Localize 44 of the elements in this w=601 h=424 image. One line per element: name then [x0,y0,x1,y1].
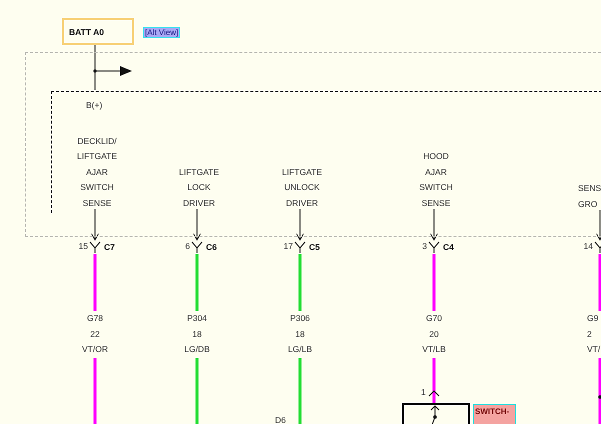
wire-label: G78 22 VT/OR [70,311,120,358]
wire [196,358,198,424]
source-label-box: BATT A0 [62,18,134,45]
arrow [596,210,601,240]
connector-pin: C4 [428,240,454,254]
pin-function-label: DECKLID/ LIFTGATE AJAR SWITCH SENSE [77,134,117,211]
wire [94,358,96,424]
terminal-label: D6 [275,415,286,424]
wire-label: G70 20 VT/LB [409,311,459,358]
pin-number: 3 [421,241,427,251]
connector-pin: C5 [294,240,320,254]
view-link: [Alt View] [143,27,180,38]
pin-number: 15 [78,241,88,251]
wire [432,358,436,403]
terminal-label: B(+) [86,100,102,110]
component-name-tag: SWITCH- [473,404,516,424]
wire [196,254,198,311]
wire [598,254,601,311]
module-inner-outline [51,91,601,213]
wire [298,358,302,424]
arrow [296,208,304,240]
arrow [91,208,99,240]
wire-label: P304 18 LG/DB [172,311,222,358]
module-outline [25,52,601,237]
pin-number: 1 [421,387,426,397]
pin-function-label: LIFTGATE LOCK DRIVER [179,164,219,211]
arrow [430,208,438,240]
pin-function-label: HOOD AJAR SWITCH SENSE [419,149,453,211]
wire [432,254,436,311]
switch-box [402,403,470,424]
line [94,44,96,90]
pin-number: 6 [184,241,190,251]
wire [298,254,302,311]
wire [598,358,601,424]
arrow [193,208,201,240]
wire-label: G9 2 VT/ [587,311,601,358]
pin-number: 14 [582,241,593,251]
wire-label: P306 18 LG/LB [275,311,325,358]
connector-pin: C7 [89,240,115,254]
pin-number: 17 [282,241,293,251]
pin-function-label: LIFTGATE UNLOCK DRIVER [282,164,322,211]
wire [94,254,96,311]
connector-pin: C6 [191,240,217,254]
pin-function-label: SENS GRO [578,181,601,212]
